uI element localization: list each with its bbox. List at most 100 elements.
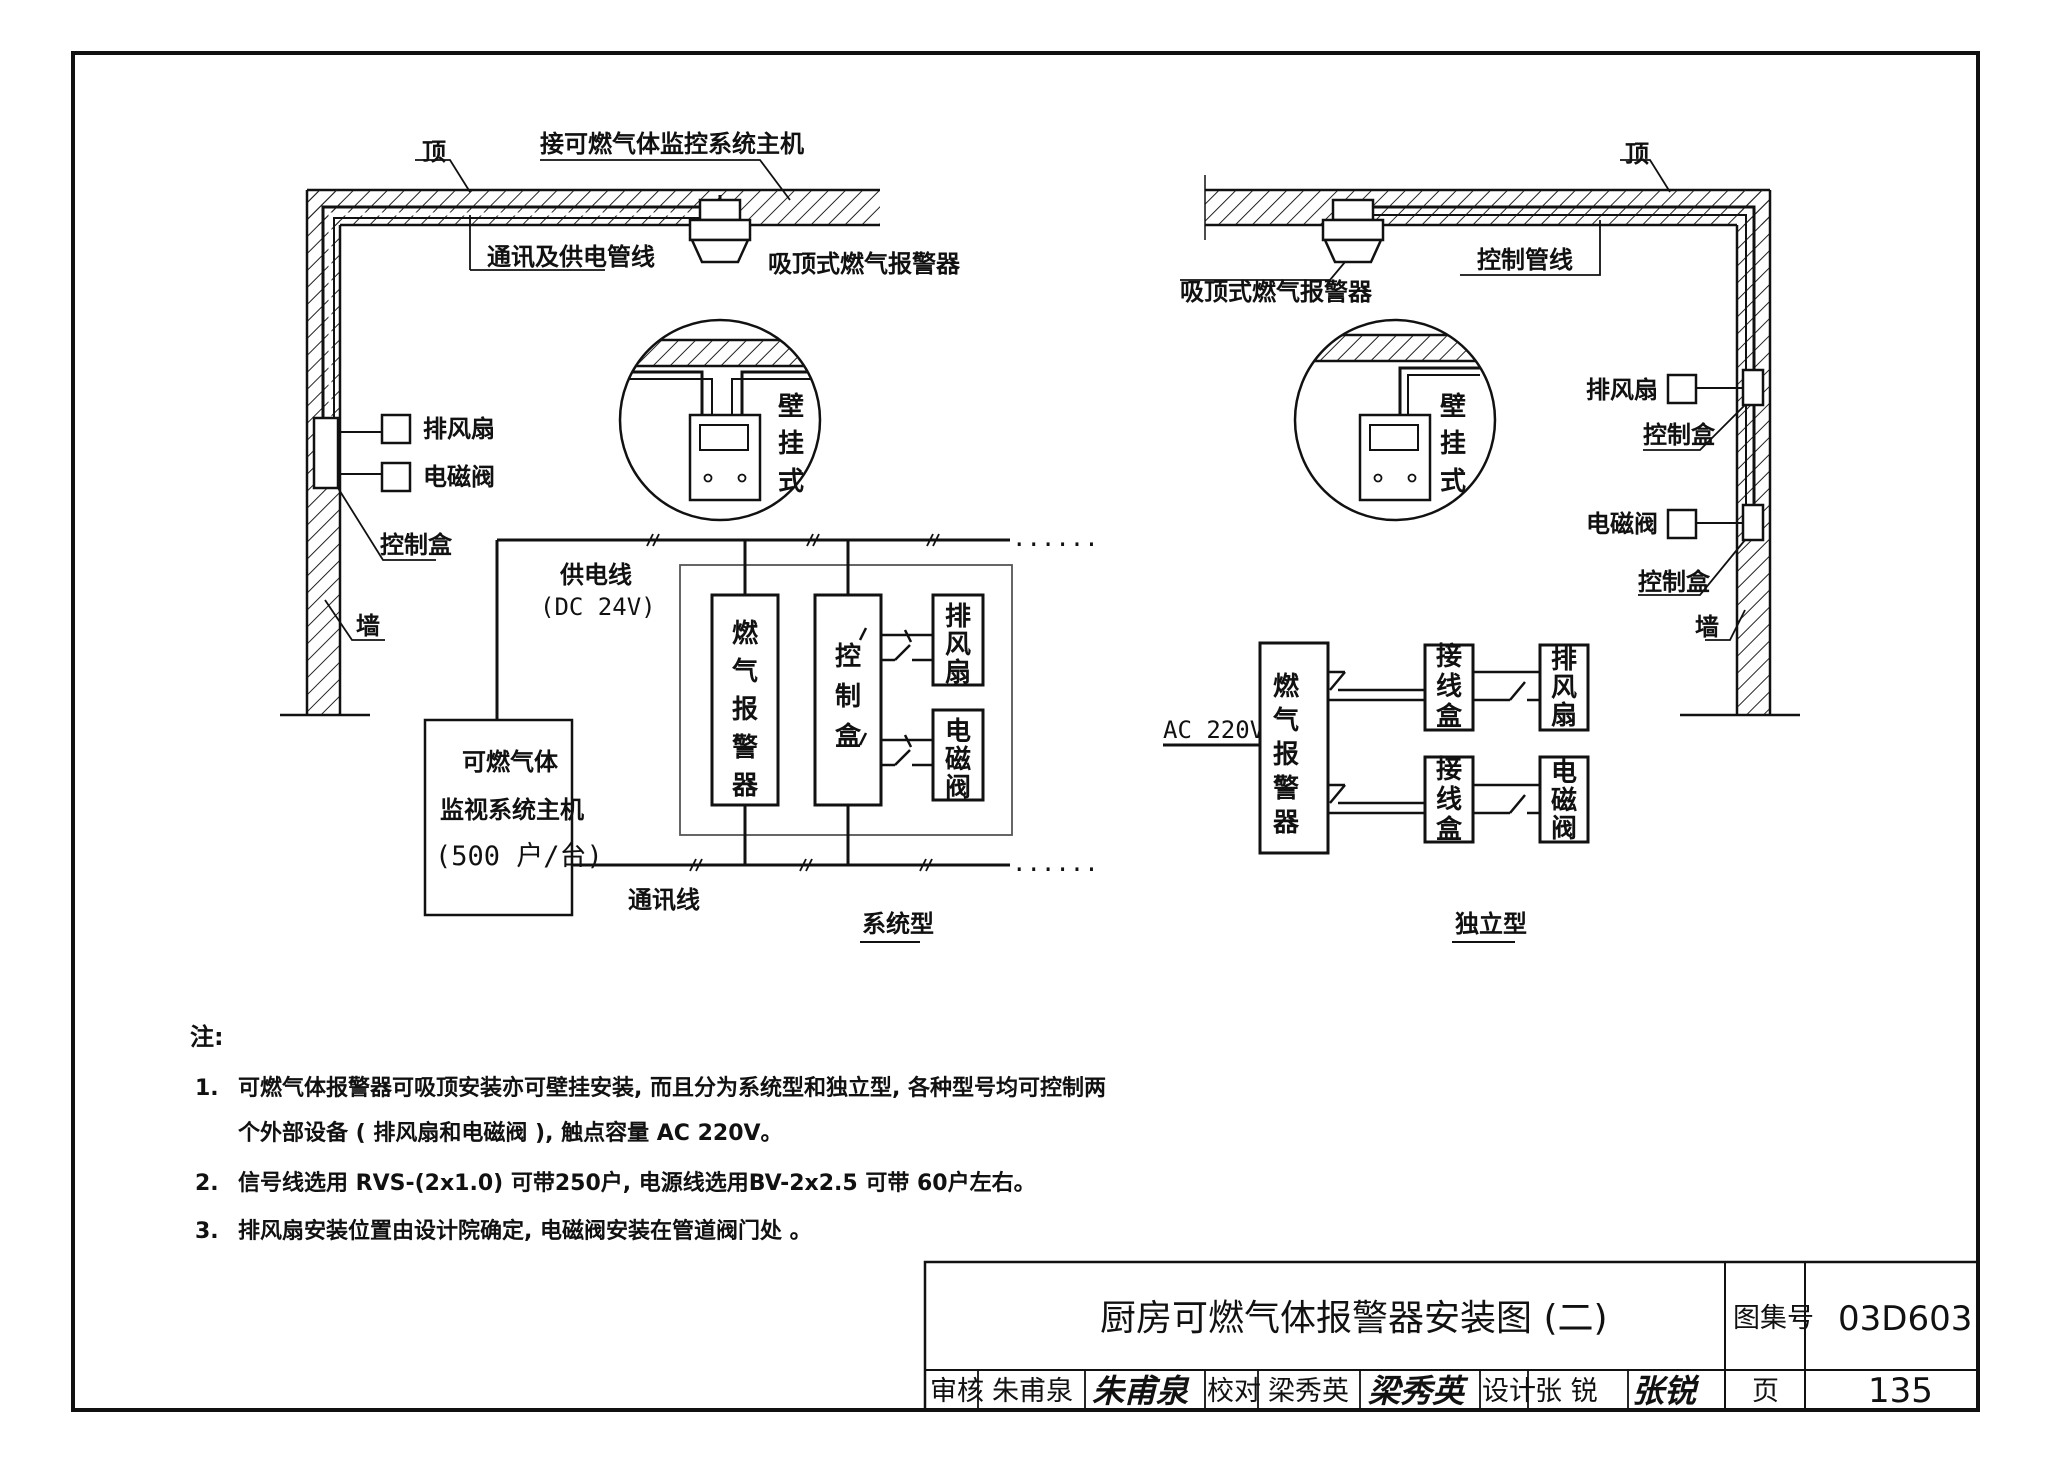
left-fan-box-icon bbox=[380, 413, 412, 445]
right-fan-junction-char-3: 盒 bbox=[1436, 701, 1463, 732]
left-host-line-1: 可燃气体 bbox=[462, 748, 559, 776]
left-solenoid-valve-label: 电磁阀 bbox=[423, 463, 495, 491]
left-alarm-char-5: 器 bbox=[731, 771, 759, 801]
right-fan-char-1: 排 bbox=[1551, 645, 1577, 675]
note-3-number: 3. bbox=[195, 1219, 219, 1244]
left-wall-mount-char-2: 挂 bbox=[778, 429, 804, 459]
right-valve-junction-box bbox=[1423, 755, 1475, 844]
right-diagram-caption: 独立型 bbox=[1455, 910, 1527, 938]
right-fan-circuit bbox=[1328, 670, 1540, 702]
left-host-line-2: 监视系统主机 bbox=[440, 796, 584, 824]
title-block-designer: 张 锐 bbox=[1535, 1376, 1598, 1407]
left-valve-relay bbox=[858, 732, 933, 767]
right-alarm-char-2: 气 bbox=[1272, 705, 1299, 736]
right-valve-char-1: 电 bbox=[1551, 758, 1577, 788]
left-comm-power-pipe-label: 通讯及供电管线 bbox=[487, 243, 655, 271]
title-block-reviewer: 朱甫泉 bbox=[992, 1376, 1073, 1407]
right-power-spec-label: AC 220V bbox=[1163, 716, 1264, 744]
right-alarm-char-5: 器 bbox=[1272, 808, 1300, 838]
left-fan-char-3: 扇 bbox=[945, 657, 971, 688]
right-standalone-diagram: 顶 控制管线 吸顶式燃气报警器 壁 挂 式 bbox=[1163, 140, 1800, 943]
left-equipment-enclosure bbox=[679, 564, 1013, 836]
left-ceiling-label: 顶 bbox=[422, 138, 446, 166]
right-alarm-box bbox=[1258, 641, 1330, 855]
title-block-page-number: 135 bbox=[1868, 1371, 1933, 1411]
left-valve-char-1: 电 bbox=[945, 717, 971, 747]
left-power-bus-continuation: ...... bbox=[1012, 524, 1099, 552]
right-control-pipe-label: 控制管线 bbox=[1477, 246, 1573, 274]
right-fan-junction-box bbox=[1423, 643, 1475, 732]
left-control-unit-box bbox=[813, 593, 883, 807]
right-valve-junction-char-1: 接 bbox=[1436, 755, 1462, 785]
note-1-line-2: 个外部设备 ( 排风扇和电磁阀 ), 触点容量 AC 220V。 bbox=[238, 1120, 783, 1146]
right-alarm-char-1: 燃 bbox=[1273, 672, 1300, 702]
left-power-spec-label: (DC 24V) bbox=[540, 593, 656, 621]
title-block-atlas-label: 图集号 bbox=[1733, 1303, 1814, 1334]
left-fan-char-2: 风 bbox=[945, 630, 971, 660]
right-control-box-2 bbox=[1741, 503, 1765, 542]
right-valve-char-2: 磁 bbox=[1551, 785, 1577, 816]
left-alarm-box bbox=[710, 593, 780, 807]
left-wall-mount-char-1: 壁 bbox=[778, 391, 804, 422]
right-wall-mount-char-1: 壁 bbox=[1440, 391, 1466, 422]
right-wall-mount-char-2: 挂 bbox=[1440, 429, 1466, 459]
left-fan-char-1: 排 bbox=[945, 602, 971, 632]
left-valve-char-2: 磁 bbox=[945, 744, 971, 775]
left-alarm-char-2: 气 bbox=[731, 656, 758, 687]
title-block-check-label: 校对 bbox=[1207, 1376, 1261, 1407]
left-control-box-label: 控制盒 bbox=[380, 531, 453, 559]
right-wall-mount-detail: 壁 挂 式 bbox=[1293, 318, 1497, 522]
left-valve-box bbox=[931, 708, 985, 802]
title-block-page-label: 页 bbox=[1752, 1376, 1779, 1407]
left-exhaust-fan-label: 排风扇 bbox=[423, 415, 495, 443]
right-control-box-1-label: 控制盒 bbox=[1643, 421, 1716, 449]
title-block-checker: 梁秀英 bbox=[1268, 1376, 1349, 1407]
right-fan-junction-char-1: 接 bbox=[1436, 642, 1462, 672]
checker-signature: 梁秀英 bbox=[1368, 1372, 1469, 1410]
notes-section: 注: 1. 可燃气体报警器可吸顶安装亦可壁挂安装, 而且分为系统型和独立型, 各… bbox=[190, 1023, 1106, 1244]
right-exhaust-fan-label: 排风扇 bbox=[1586, 376, 1658, 404]
note-3-line-1: 排风扇安装位置由设计院确定, 电磁阀安装在管道阀门处 。 bbox=[238, 1218, 812, 1244]
right-valve-box-icon bbox=[1666, 508, 1698, 540]
designer-signature: 张锐 bbox=[1632, 1372, 1700, 1410]
right-wall-label: 墙 bbox=[1695, 613, 1719, 641]
left-wall-mount-char-3: 式 bbox=[778, 467, 804, 497]
right-valve-circuit bbox=[1328, 783, 1540, 815]
left-control-char-2: 制 bbox=[835, 682, 861, 712]
right-alarm-char-3: 报 bbox=[1273, 739, 1299, 770]
right-ceiling-label: 顶 bbox=[1625, 140, 1649, 168]
left-power-line-label: 供电线 bbox=[559, 561, 632, 589]
title-block-design-label: 设计 bbox=[1482, 1376, 1536, 1407]
left-system-diagram: 顶 接可燃气体监控系统主机 通讯及供电管线 吸顶式燃气报警器 排风扇 电磁阀 控… bbox=[280, 130, 1099, 943]
left-valve-box-icon bbox=[380, 461, 412, 493]
right-valve-box bbox=[1538, 755, 1590, 844]
left-comm-bus-ticks bbox=[689, 858, 933, 872]
right-fan-char-3: 扇 bbox=[1551, 700, 1577, 731]
note-2-number: 2. bbox=[195, 1171, 219, 1196]
left-valve-char-3: 阀 bbox=[945, 773, 971, 803]
title-block-title: 厨房可燃气体报警器安装图 (二) bbox=[1100, 1298, 1608, 1339]
left-host-line-3: (500 户/台) bbox=[435, 841, 603, 872]
title-block-review-label: 审核 bbox=[930, 1376, 984, 1407]
left-control-char-1: 控 bbox=[835, 642, 861, 672]
reviewer-signature: 朱甫泉 bbox=[1092, 1372, 1190, 1410]
right-fan-junction-char-2: 线 bbox=[1436, 672, 1462, 702]
title-block: 厨房可燃气体报警器安装图 (二) 图集号 03D603 审核 朱甫泉 朱甫泉 校… bbox=[923, 1260, 1980, 1412]
left-comm-bus-continuation: ...... bbox=[1012, 849, 1099, 877]
right-fan-box bbox=[1538, 643, 1590, 732]
left-host-box bbox=[423, 718, 574, 917]
note-2-line-1: 信号线选用 RVS-(2x1.0) 可带250户, 电源线选用BV-2x2.5 … bbox=[238, 1170, 1036, 1196]
left-power-bus-ticks bbox=[646, 533, 940, 547]
left-wall-mount-detail: 壁 挂 式 bbox=[618, 318, 822, 522]
right-alarm-char-4: 警 bbox=[1273, 773, 1299, 804]
left-control-char-3: 盒 bbox=[835, 721, 862, 752]
left-alarm-char-1: 燃 bbox=[732, 619, 759, 649]
right-fan-box-icon bbox=[1666, 373, 1698, 405]
sheet-border bbox=[71, 51, 1980, 1412]
left-wall-label: 墙 bbox=[356, 612, 380, 640]
left-alarm-char-3: 报 bbox=[732, 694, 758, 725]
right-valve-char-3: 阀 bbox=[1551, 814, 1577, 844]
left-fan-box bbox=[931, 593, 985, 687]
right-valve-junction-char-3: 盒 bbox=[1436, 814, 1463, 845]
